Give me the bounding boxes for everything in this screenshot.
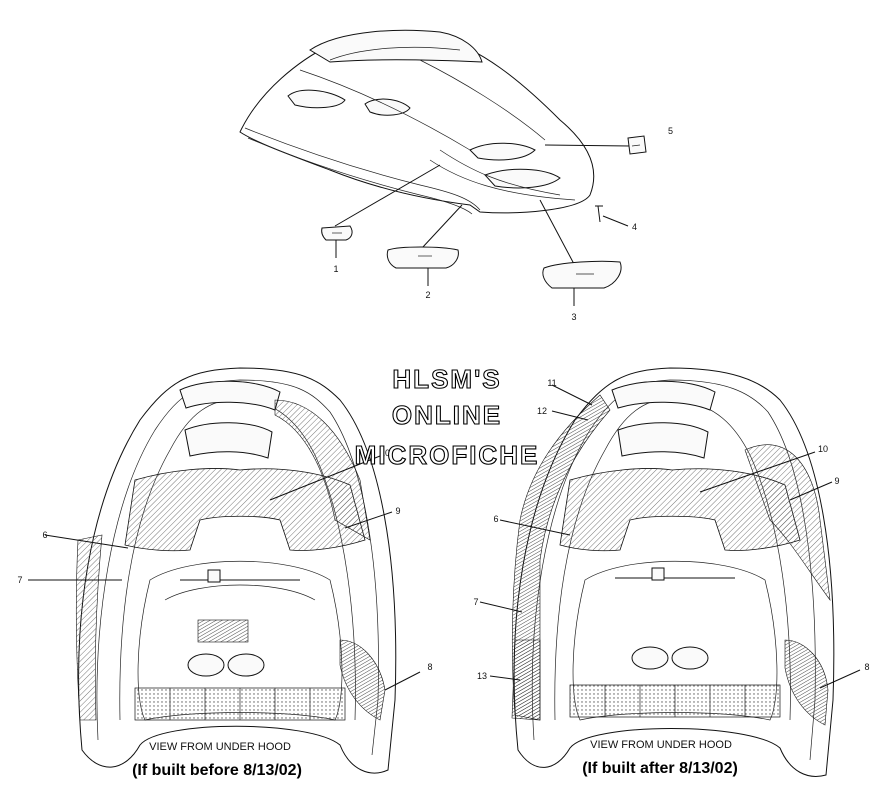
caption-right-note: (If built after 8/13/02)	[582, 760, 738, 777]
emblem-part-2	[386, 246, 459, 269]
callout-right-10: 10	[818, 444, 828, 454]
underhood-view-after: 6 7 8 9 10 11 12 13 VIEW FROM UNDER HOOD…	[473, 367, 870, 777]
caption-left-view: VIEW FROM UNDER HOOD	[149, 741, 291, 753]
caption-left-note: (If built before 8/13/02)	[132, 762, 302, 779]
underhood-view-before: 6 7 8 9 10 VIEW FROM UNDER HOOD (If buil…	[17, 367, 433, 779]
hood-isometric: 1 2 3 4 5	[239, 29, 673, 322]
callout-right-7: 7	[473, 597, 478, 607]
caption-right-view: VIEW FROM UNDER HOOD	[590, 739, 732, 751]
callout-left-7: 7	[17, 575, 22, 585]
callout-left-9: 9	[395, 506, 400, 516]
emblem-part-3	[542, 260, 622, 289]
callout-5: 5	[668, 126, 673, 136]
callout-2: 2	[425, 290, 430, 300]
watermark-line-1: HLSM'S	[392, 364, 501, 394]
callout-right-8: 8	[864, 662, 869, 672]
callout-right-13: 13	[477, 671, 487, 681]
watermark-line-2: ONLINE	[392, 400, 502, 430]
callout-right-9: 9	[834, 476, 839, 486]
callout-left-10: 10	[380, 448, 390, 458]
callout-right-12: 12	[537, 406, 547, 416]
callout-left-8: 8	[427, 662, 432, 672]
watermark-line-3: MICROFICHE	[355, 440, 540, 470]
callout-left-6: 6	[42, 530, 47, 540]
watermark: HLSM'S ONLINE MICROFICHE	[354, 363, 540, 470]
callout-4: 4	[632, 222, 637, 232]
callout-1: 1	[333, 264, 338, 274]
decal-part-5	[627, 135, 647, 155]
callout-right-6: 6	[493, 514, 498, 524]
callout-right-11: 11	[547, 378, 556, 388]
callout-3: 3	[571, 312, 576, 322]
